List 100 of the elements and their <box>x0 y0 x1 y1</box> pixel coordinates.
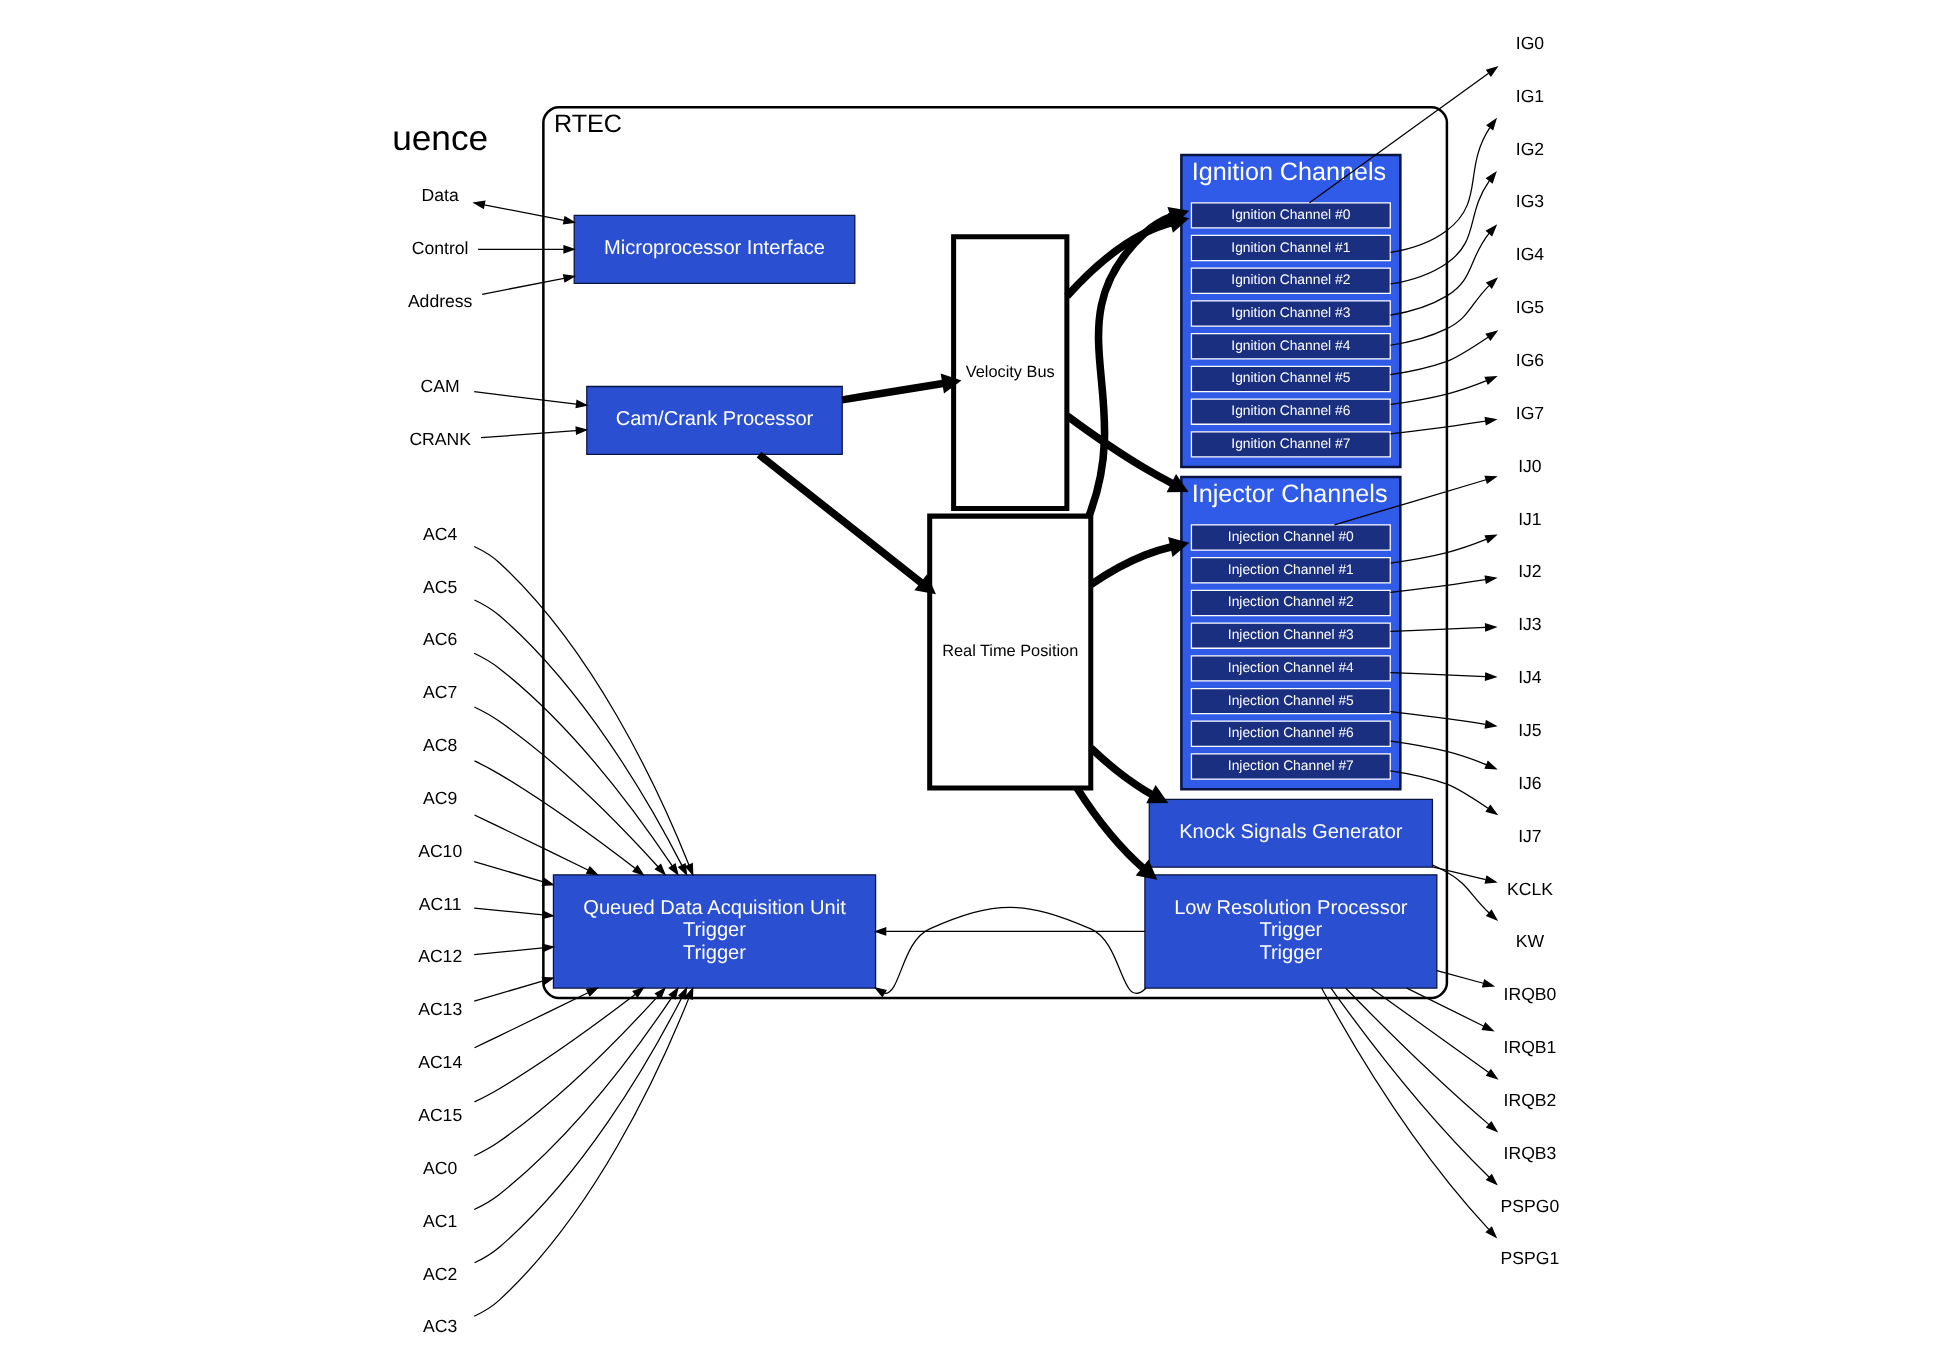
arrow <box>1389 224 1498 316</box>
node-text: IG6 <box>1515 349 1545 370</box>
node-text: AC2 <box>423 1263 458 1284</box>
arrow <box>473 706 667 876</box>
arrow <box>473 986 688 1264</box>
arrow <box>1389 277 1499 346</box>
arrow <box>477 244 576 254</box>
node-text: IG7 <box>1515 402 1545 423</box>
arrow <box>1389 770 1499 816</box>
node-text: IG5 <box>1515 297 1545 318</box>
arrow <box>1389 671 1498 681</box>
node-text: PSPG0 <box>1500 1195 1560 1216</box>
arrow <box>1390 534 1498 564</box>
arrow <box>1308 66 1499 204</box>
node-text: AC14 <box>418 1052 463 1073</box>
node-text: IRQB1 <box>1503 1037 1557 1058</box>
arrow <box>473 986 694 1317</box>
arrow <box>1389 416 1498 435</box>
node-text: IJ7 <box>1518 825 1542 846</box>
node-text: Address <box>407 290 473 311</box>
arrow <box>473 986 679 1211</box>
node-text: KW <box>1515 931 1545 952</box>
arrow <box>473 814 600 876</box>
arrow <box>873 906 1147 998</box>
node-text: Control <box>411 237 469 258</box>
label: uence <box>392 117 489 158</box>
arrow <box>473 943 555 956</box>
arrow <box>1064 412 1189 493</box>
node-box: Low Resolution Processor Trigger Trigger <box>1144 874 1438 989</box>
arrow <box>1345 987 1499 1133</box>
node-text: AC1 <box>423 1210 458 1231</box>
arrow <box>1073 786 1158 880</box>
arrow <box>1389 330 1499 376</box>
arrow <box>473 599 688 877</box>
arrow <box>473 545 694 877</box>
arrow <box>473 976 555 1002</box>
node-box: Cam/Crank Processor <box>586 385 843 456</box>
node-text: IJ4 <box>1518 667 1542 688</box>
arrow <box>473 987 600 1049</box>
node-box: Knock Signals Generator <box>1148 798 1434 868</box>
arrow <box>1333 475 1498 526</box>
arrow <box>1321 987 1498 1239</box>
arrow <box>1088 537 1190 588</box>
node-text: IJ3 <box>1518 614 1542 635</box>
node-text: AC8 <box>423 735 458 756</box>
arrow <box>1389 575 1498 593</box>
arrow <box>1389 117 1497 253</box>
arrow <box>873 927 1146 936</box>
arrow <box>1389 171 1497 285</box>
node-text: PSPG1 <box>1500 1248 1560 1269</box>
arrow <box>473 760 645 876</box>
arrow <box>473 987 667 1157</box>
arrow <box>480 426 589 439</box>
node-text: AC13 <box>418 999 463 1020</box>
arrow <box>1088 745 1169 804</box>
node-text: IG1 <box>1515 85 1545 106</box>
node-text: KCLK <box>1506 878 1553 899</box>
node-text: CAM <box>420 376 460 397</box>
arrow <box>841 373 962 404</box>
node-text: AC3 <box>423 1316 458 1337</box>
arrow <box>472 200 576 225</box>
node-text: IRQB3 <box>1503 1142 1557 1163</box>
node-text: IJ0 <box>1518 455 1542 476</box>
arrow <box>1389 711 1498 729</box>
node-text: Data <box>421 185 459 206</box>
node-text: IRQB2 <box>1503 1089 1557 1110</box>
node-text: AC0 <box>423 1157 458 1178</box>
node-text: AC9 <box>423 787 458 808</box>
node-text: AC12 <box>418 946 463 967</box>
node-text: CRANK <box>409 429 471 450</box>
node-text: IJ1 <box>1518 508 1542 529</box>
node-text: AC4 <box>423 523 458 544</box>
node-text: AC11 <box>418 893 462 914</box>
node-text: IJ6 <box>1518 772 1542 793</box>
arrow <box>1330 987 1498 1186</box>
node-text: IG3 <box>1515 191 1545 212</box>
node-text: AC15 <box>418 1105 463 1126</box>
node-text: AC6 <box>423 629 458 650</box>
node-text: IJ2 <box>1518 561 1542 582</box>
arrow <box>1390 740 1498 770</box>
node-text: AC5 <box>423 576 458 597</box>
node-text: IG2 <box>1515 138 1545 159</box>
node-text: IG4 <box>1515 244 1545 265</box>
node-text: IJ5 <box>1518 719 1542 740</box>
node-text: AC7 <box>423 682 458 703</box>
arrow <box>1432 864 1499 922</box>
arrow <box>481 274 577 295</box>
node-box: Microprocessor Interface <box>573 214 856 284</box>
arrow <box>473 907 555 920</box>
node-text: IG0 <box>1515 32 1545 53</box>
arrow <box>1436 970 1496 988</box>
arrow <box>1370 987 1499 1080</box>
node-text: AC10 <box>418 840 463 861</box>
arrow <box>1405 987 1495 1032</box>
arrow <box>756 451 936 595</box>
node-box: Queued Data Acquisition Unit Trigger Trigger <box>552 874 877 989</box>
arrow <box>473 652 679 876</box>
arrow <box>473 986 645 1103</box>
arrow <box>1431 866 1498 884</box>
arrow <box>1389 623 1498 633</box>
